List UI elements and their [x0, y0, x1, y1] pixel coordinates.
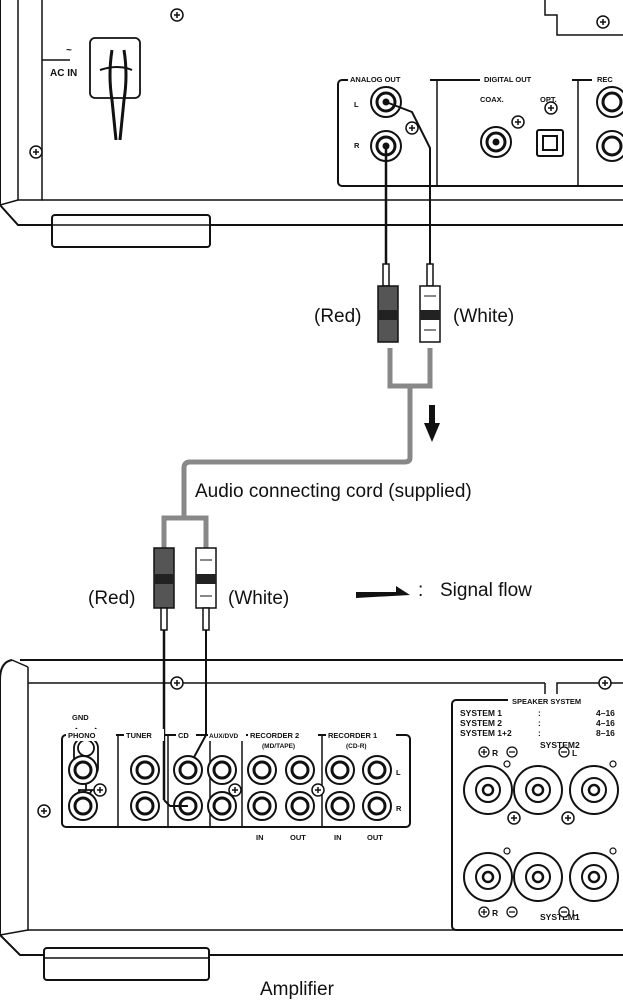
recorder2-jacks [247, 755, 315, 821]
recorder2-label: RECORDER 2 [250, 731, 299, 740]
ac-inlet [89, 37, 141, 141]
amp-r-label: R [396, 804, 402, 813]
red-plug-bottom [153, 547, 175, 631]
signal-flow-arrow-icon [356, 586, 410, 598]
impedance-3: 8–16 [596, 728, 615, 738]
out1-label: OUT [290, 833, 306, 842]
legend-colon: : [418, 580, 423, 601]
digital-out-label: DIGITAL OUT [484, 75, 532, 84]
tuner-jacks [130, 755, 160, 821]
recorder1-sub-label: (CD-R) [346, 743, 367, 750]
analog-out-label: ANALOG OUT [350, 75, 401, 84]
speaker-colon-1: : [538, 708, 541, 718]
top-device-body [0, 0, 623, 226]
amp-l-label: L [396, 768, 401, 777]
speaker-colon-2: : [538, 718, 541, 728]
system12-label: SYSTEM 1+2 [460, 728, 512, 738]
coax-jack [480, 126, 512, 158]
signal-flow-arrow-down [424, 405, 440, 442]
polarity-markers [478, 746, 570, 918]
white-label-bottom: (White) [228, 588, 289, 609]
gnd-label: GND [72, 713, 89, 722]
optical-jack [536, 129, 564, 157]
legend-signal-flow: Signal flow [440, 580, 532, 601]
in1-label: IN [256, 833, 264, 842]
impedance-2: 4–16 [596, 718, 615, 728]
cord-label: Audio connecting cord (supplied) [195, 481, 472, 502]
speaker-l-bottom: L [572, 908, 577, 918]
in2-label: IN [334, 833, 342, 842]
recorder1-jacks [325, 755, 392, 821]
aux-jacks [207, 755, 237, 821]
analog-l-label: L [354, 100, 359, 109]
phono-jacks [68, 755, 98, 821]
red-label-top: (Red) [314, 306, 362, 327]
white-label-top: (White) [453, 306, 514, 327]
analog-r-label: R [354, 141, 360, 150]
ac-tilde: ~ [66, 45, 72, 56]
speaker-l-top: L [572, 748, 577, 758]
phono-label: PHONO [68, 731, 96, 740]
speaker-r-top: R [492, 748, 498, 758]
top-device-foot [51, 214, 211, 248]
amplifier-caption: Amplifier [260, 979, 335, 1000]
red-label-bottom: (Red) [88, 588, 136, 609]
recorder2-sub-label: (MD/TAPE) [262, 743, 295, 750]
white-plug-bottom [195, 547, 217, 631]
speaker-terminals [463, 760, 619, 902]
system1-label: SYSTEM 1 [460, 708, 502, 718]
speaker-colon-3: : [538, 728, 541, 738]
screw-icon [37, 676, 612, 825]
tuner-label: TUNER [126, 731, 152, 740]
aux-dvd-label: AUX/DVD [209, 733, 239, 740]
recorder1-label: RECORDER 1 [328, 731, 377, 740]
system2-label: SYSTEM 2 [460, 718, 502, 728]
screw-icon [29, 8, 610, 159]
amp-input-jacks [68, 755, 392, 821]
system1-title: SYSTEM1 [540, 912, 580, 922]
opt-label: OPT. [540, 95, 557, 104]
rec-partial-label: REC [597, 75, 613, 84]
white-plug-top [419, 263, 441, 343]
speaker-r-bottom: R [492, 908, 498, 918]
out2-label: OUT [367, 833, 383, 842]
coax-label: COAX. [480, 95, 504, 104]
ac-in-label: AC IN [50, 68, 77, 79]
speaker-systems-label: SPEAKER SYSTEM [512, 697, 581, 706]
impedance-1: 4–16 [596, 708, 615, 718]
system2-title: SYSTEM2 [540, 740, 580, 750]
red-plug-top [377, 263, 399, 343]
cd-label: CD [178, 731, 189, 740]
top-device [0, 0, 623, 248]
amplifier-body [0, 659, 623, 981]
audio-cable [161, 101, 433, 800]
rec-jacks-partial [596, 86, 623, 162]
cd-jacks [173, 755, 203, 821]
